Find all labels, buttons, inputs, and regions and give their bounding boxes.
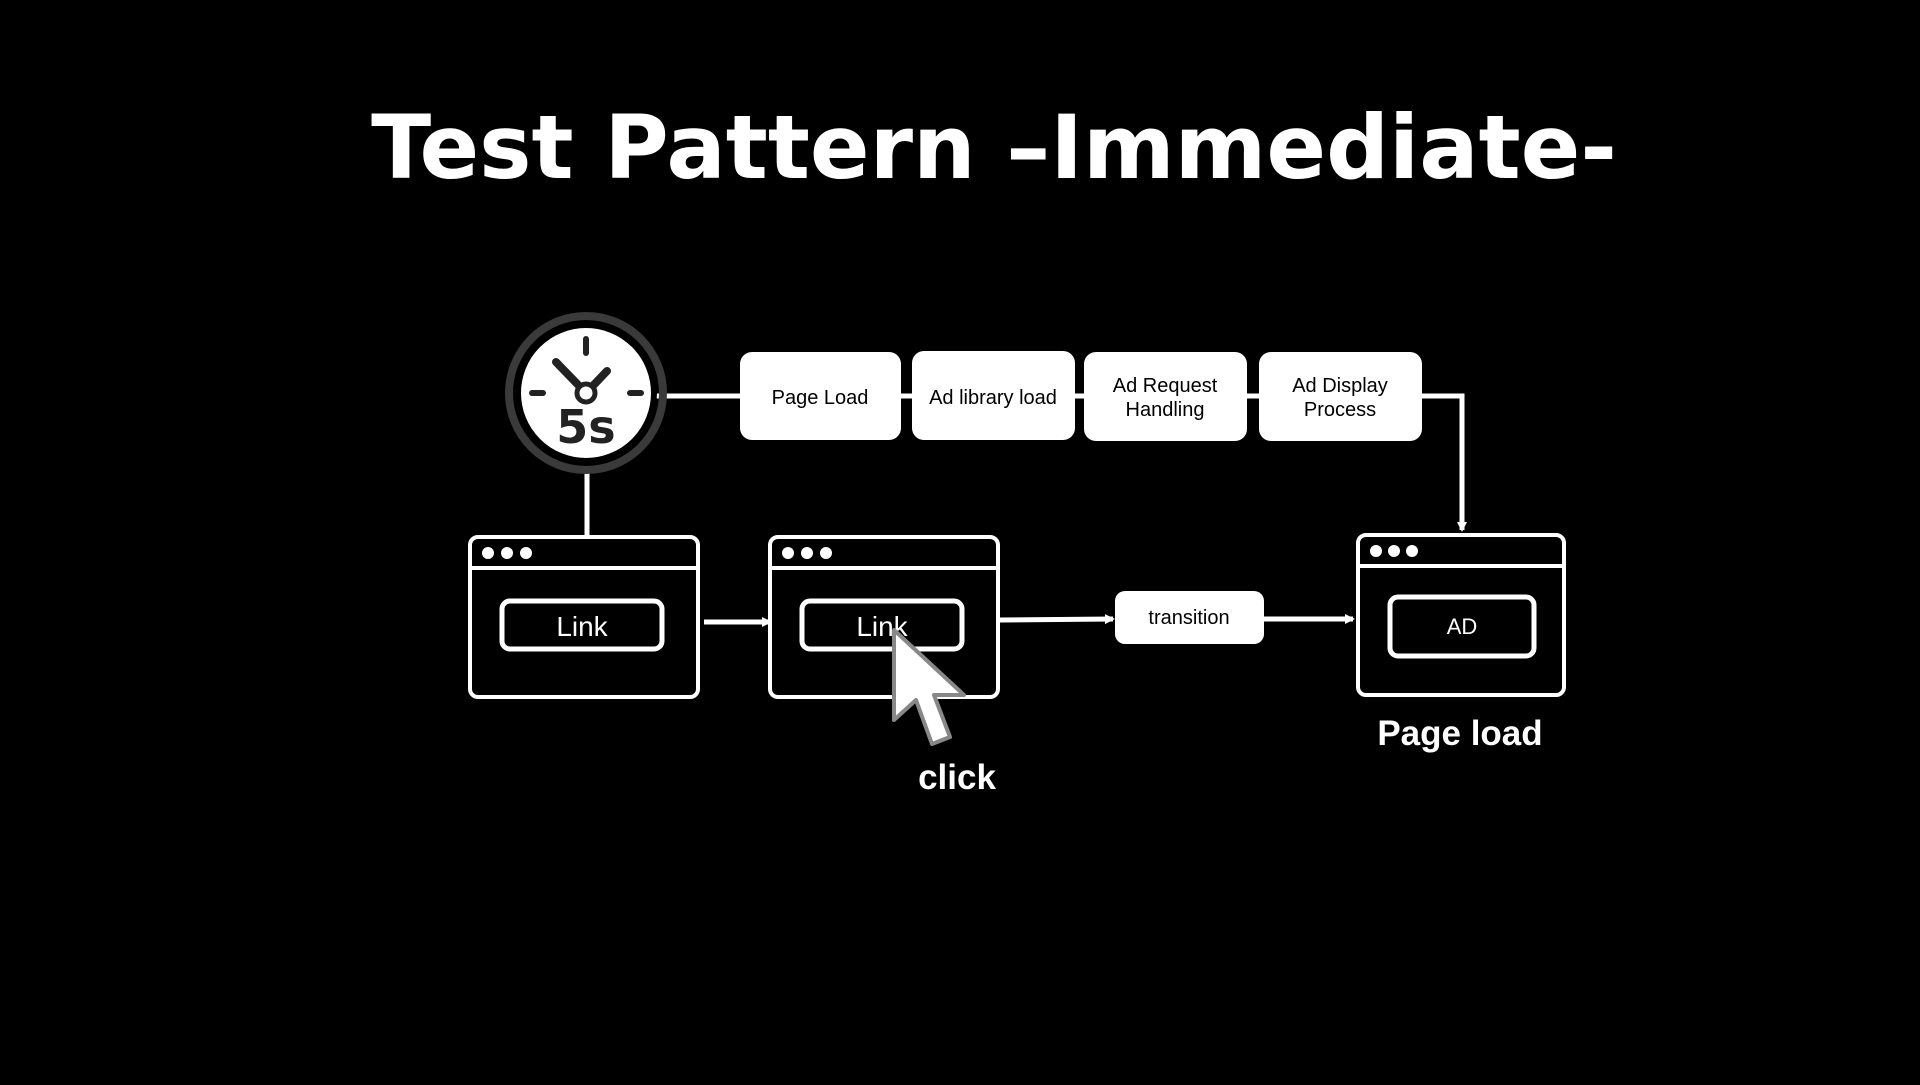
page-load-caption: Page load xyxy=(1377,714,1542,753)
timer-outer-ring xyxy=(505,312,667,474)
window-frame xyxy=(468,535,700,699)
link-button-label: Link xyxy=(556,611,608,642)
step-ad-library-load: Ad library load xyxy=(912,351,1075,440)
page-title: Test Pattern –Immediate- xyxy=(371,96,1617,199)
window-dots-icon xyxy=(782,547,832,559)
transition-label: transition xyxy=(1148,607,1229,629)
browser-window-2: Link xyxy=(768,535,1000,699)
step-label: Ad library load xyxy=(929,387,1057,409)
click-caption: click xyxy=(918,758,996,797)
step-box xyxy=(1084,352,1247,441)
browser-window-3: AD xyxy=(1356,533,1566,697)
step-box xyxy=(912,351,1075,440)
step-box xyxy=(740,352,901,440)
cursor-arrow xyxy=(892,628,966,746)
window-dots-icon xyxy=(1370,545,1418,557)
transition-box: transition xyxy=(1115,591,1264,644)
browser-window-1: Link xyxy=(468,535,700,699)
step-label-line-2: Process xyxy=(1304,399,1376,421)
window-dots-icon xyxy=(482,547,532,559)
transition-pill xyxy=(1115,591,1264,644)
step-label-line-1: Ad Request xyxy=(1113,375,1218,397)
connectors xyxy=(584,393,1467,627)
link-button xyxy=(799,598,965,652)
window-frame xyxy=(768,535,1000,699)
timer-label: 5s xyxy=(556,400,615,454)
link-button xyxy=(499,598,665,652)
step-ad-request-handling: Ad Request Handling xyxy=(1084,352,1247,441)
step-label: Page Load xyxy=(772,387,869,409)
step-page-load: Page Load xyxy=(740,352,901,440)
window2-to-transition-arrow xyxy=(999,614,1115,625)
stopwatch-icon: 5s xyxy=(505,312,667,474)
step-box xyxy=(1259,352,1422,441)
step-label-line-2: Handling xyxy=(1126,399,1205,421)
ad-button-label: AD xyxy=(1447,614,1478,639)
step-label-line-1: Ad Display xyxy=(1292,375,1388,397)
process-steps: Page Load Ad library load Ad Request Han… xyxy=(740,351,1422,441)
step-ad-display-process: Ad Display Process xyxy=(1259,352,1422,441)
window-frame xyxy=(1356,533,1566,697)
timer-hand-pivot xyxy=(574,381,598,405)
mouse-cursor-icon xyxy=(892,628,966,746)
display-to-ad-arrow xyxy=(1422,393,1467,532)
ad-button xyxy=(1387,594,1537,659)
